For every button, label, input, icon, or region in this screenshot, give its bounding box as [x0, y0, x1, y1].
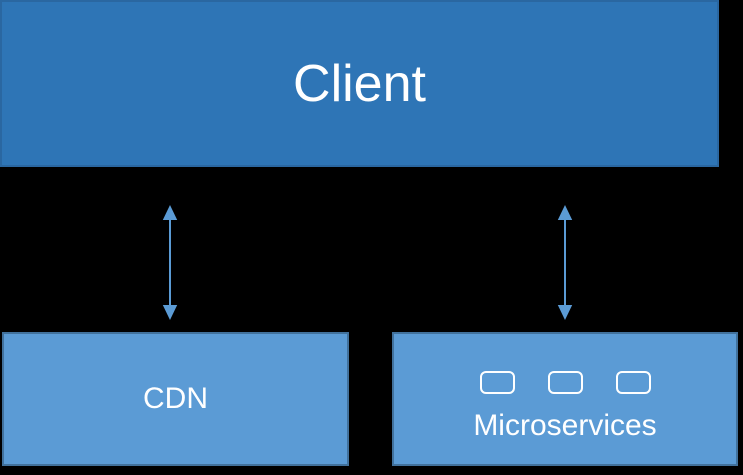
- microservices-node: Microservices: [392, 332, 738, 466]
- service-icons-row: [479, 371, 651, 394]
- client-label: Client: [293, 54, 426, 113]
- service-box-icon: [547, 371, 583, 394]
- service-box-icon: [479, 371, 515, 394]
- client-cdn-double-arrow-icon: [162, 205, 178, 320]
- client-node: Client: [0, 0, 719, 167]
- client-microservices-double-arrow-icon: [557, 205, 573, 320]
- microservices-label: Microservices: [473, 409, 657, 442]
- service-box-icon: [615, 371, 651, 394]
- cdn-label: CDN: [143, 382, 208, 415]
- cdn-node: CDN: [2, 332, 349, 466]
